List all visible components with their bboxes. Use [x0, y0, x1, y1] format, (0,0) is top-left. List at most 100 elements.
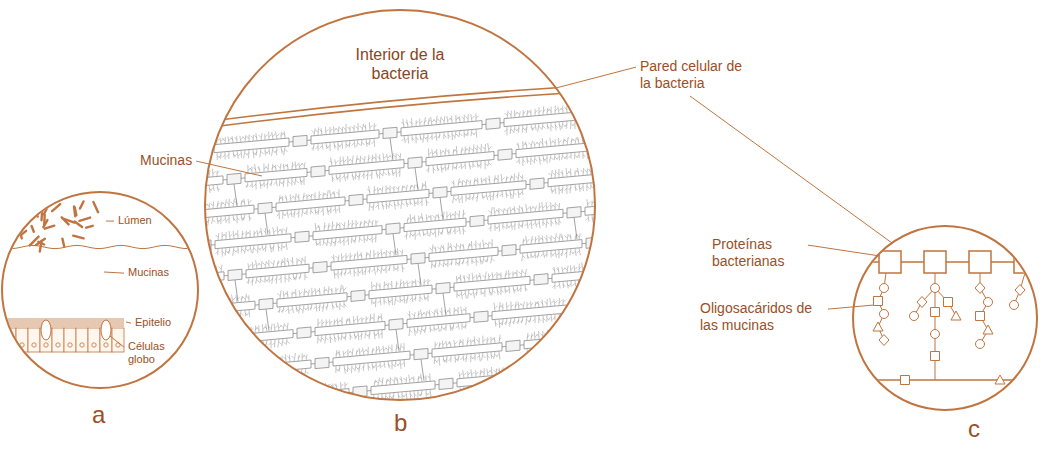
- cysteine-domain: [228, 269, 242, 280]
- cysteine-domain: [723, 161, 737, 172]
- leader-line: [828, 305, 874, 309]
- sugar-unit: [931, 330, 940, 339]
- mucin-domain: [643, 261, 705, 275]
- cell-nucleus: [92, 343, 96, 347]
- mucus-boundary: [0, 245, 200, 248]
- cysteine-domain: [414, 349, 428, 360]
- mucin-domain: [432, 343, 502, 357]
- mucin-domain: [276, 197, 345, 211]
- goblet-cell: [101, 320, 111, 340]
- mucin-domain: [247, 360, 311, 374]
- fiber-link: [256, 358, 733, 401]
- cysteine-domain: [530, 178, 544, 189]
- fiber-link: [254, 165, 741, 235]
- cell-nucleus: [68, 343, 72, 347]
- mucin-domain: [600, 104, 667, 118]
- cysteine-domain: [293, 135, 307, 146]
- mucin-domain: [315, 321, 385, 335]
- mucin-domain: [371, 381, 435, 395]
- mucin-domain: [178, 205, 254, 220]
- sugar-unit: [995, 375, 1005, 384]
- cysteine-domain: [663, 294, 677, 305]
- mucin-fibers: [130, 97, 741, 419]
- mucin-domain: [215, 234, 291, 249]
- cysteine-domain: [260, 394, 274, 405]
- cysteine-domain: [389, 319, 403, 330]
- cysteine-domain: [683, 228, 697, 239]
- bacterium-rod: [80, 218, 91, 221]
- sugar-unit: [976, 340, 985, 349]
- bacterium-rod: [19, 209, 25, 213]
- cell-nucleus: [56, 343, 60, 347]
- cysteine-domain: [259, 298, 273, 309]
- bacterium-rod: [21, 216, 29, 219]
- sugar-unit: [873, 322, 883, 331]
- leader-line: [808, 245, 880, 256]
- cysteine-domain: [386, 223, 400, 234]
- part-label: Pared celular de la bacteria: [640, 58, 752, 92]
- mucin-domain: [246, 264, 309, 278]
- mucin-domain: [429, 247, 498, 261]
- bacterium-rod: [19, 222, 24, 228]
- fiber-link: [255, 263, 727, 331]
- mucin-domain: [451, 181, 526, 196]
- bacterium-rod: [39, 205, 40, 210]
- mucin-domain: [154, 176, 223, 190]
- mucin-domain: [333, 351, 410, 366]
- cysteine-domain: [620, 170, 634, 181]
- leader-line: [106, 221, 114, 222]
- epithelial-cell: [64, 328, 76, 352]
- mucin-domain: [619, 134, 693, 149]
- cysteine-domain: [433, 187, 447, 198]
- fiber-link: [194, 299, 681, 369]
- cysteine-domain: [506, 340, 520, 351]
- sugar-unit: [976, 312, 985, 321]
- magnifier-circle: [853, 226, 1037, 410]
- mucin-domain: [178, 301, 255, 316]
- cysteine-domain: [198, 336, 212, 347]
- mucin-domain: [278, 389, 349, 403]
- mucin-domain: [311, 130, 379, 144]
- sugar-unit: [944, 298, 953, 307]
- epithelial-cell: [112, 328, 124, 352]
- leader-line: [196, 161, 262, 176]
- mucin-domain: [604, 231, 679, 246]
- bacterial-protein: [924, 251, 946, 273]
- bacterium-rod: [32, 226, 34, 232]
- cysteine-domain: [591, 333, 605, 344]
- leader-line: [126, 322, 131, 323]
- cysteine-domain: [625, 266, 639, 277]
- bacterium-rod: [30, 237, 39, 246]
- cysteine-domain: [470, 215, 484, 226]
- mucin-domain: [520, 240, 582, 254]
- mucin-domain: [638, 163, 719, 178]
- epithelial-cell: [76, 328, 88, 352]
- cell-nucleus: [80, 343, 84, 347]
- bacterium-rod: [73, 236, 83, 239]
- mucin-domain: [130, 243, 193, 257]
- glycan-bristles: [155, 125, 693, 197]
- bacterium-rod: [75, 222, 83, 228]
- sugar-unit: [880, 284, 889, 293]
- sugar-unit: [1010, 301, 1019, 310]
- sugar-unit: [931, 352, 940, 361]
- bacterium-cell: Interior de la bacteria: [204, 9, 596, 401]
- cysteine-domain: [582, 109, 596, 120]
- glycan-bristles: [155, 318, 681, 390]
- glycan-bristles: [180, 349, 707, 419]
- bacterium-rod: [43, 220, 47, 227]
- bacterium-rod: [52, 204, 60, 211]
- cell-nucleus: [44, 343, 48, 347]
- mucin-domain: [369, 285, 432, 299]
- bacterium-rod: [80, 201, 84, 208]
- sugar-unit: [951, 311, 961, 320]
- mucin-domain: [556, 364, 626, 378]
- cysteine-domain: [498, 149, 512, 160]
- mucin-domain: [329, 160, 404, 175]
- cysteine-domain: [295, 231, 309, 242]
- sugar-unit: [874, 297, 883, 306]
